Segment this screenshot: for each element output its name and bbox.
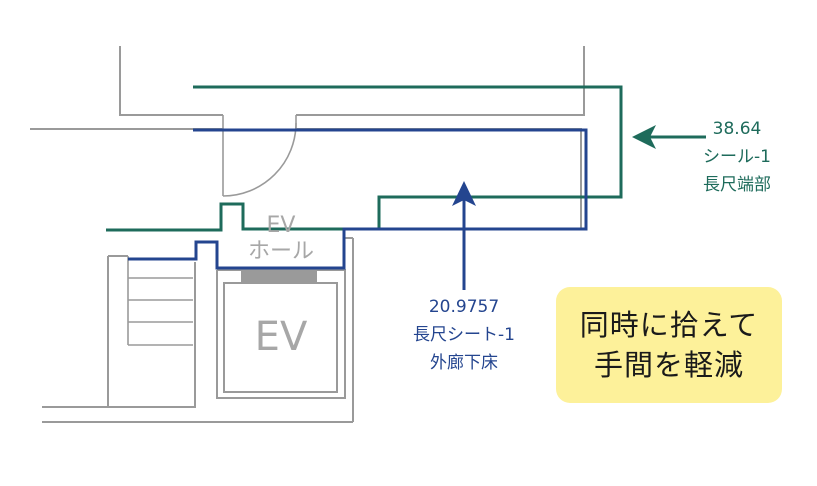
door-swing-arc [222,122,297,197]
green-annotation: 38.64 シール-1 長尺端部 [703,119,771,195]
seal-line-green [106,85,623,232]
green-label-line3: 長尺端部 [703,175,771,195]
green-value: 38.64 [713,119,762,139]
blue-label-line3: 外廊下床 [430,353,498,373]
green-arrow [632,125,706,149]
inner-corridor-wall [30,128,582,230]
elevator-shaft-outer [216,269,346,399]
blue-annotation: 20.9757 長尺シート-1 外廊下床 [413,297,515,373]
stair-treads [127,256,193,346]
building-walls [30,46,585,423]
callout-box: 同時に拾えて 手間を軽減 [556,287,782,403]
stair-enclosure [107,255,128,407]
blue-arrowhead [452,181,476,206]
green-label-line2: シール-1 [703,147,771,167]
lower-wall [42,262,353,423]
green-arrowhead [632,125,656,149]
sheet-floor-line-blue [128,128,588,270]
callout-line2: 手間を軽減 [593,348,744,382]
ev-hall-label-top: EV [267,213,296,238]
ev-hall-label-bottom: ホール [248,239,314,264]
elevator-door [241,271,317,283]
blue-value: 20.9757 [429,297,499,317]
shaft-right-wall [345,237,354,422]
callout-line1: 同時に拾えて [579,308,759,342]
blue-arrow [452,181,476,290]
outer-corridor-wall [119,46,585,116]
ev-label: EV [255,314,308,360]
blue-label-line2: 長尺シート-1 [413,325,515,345]
